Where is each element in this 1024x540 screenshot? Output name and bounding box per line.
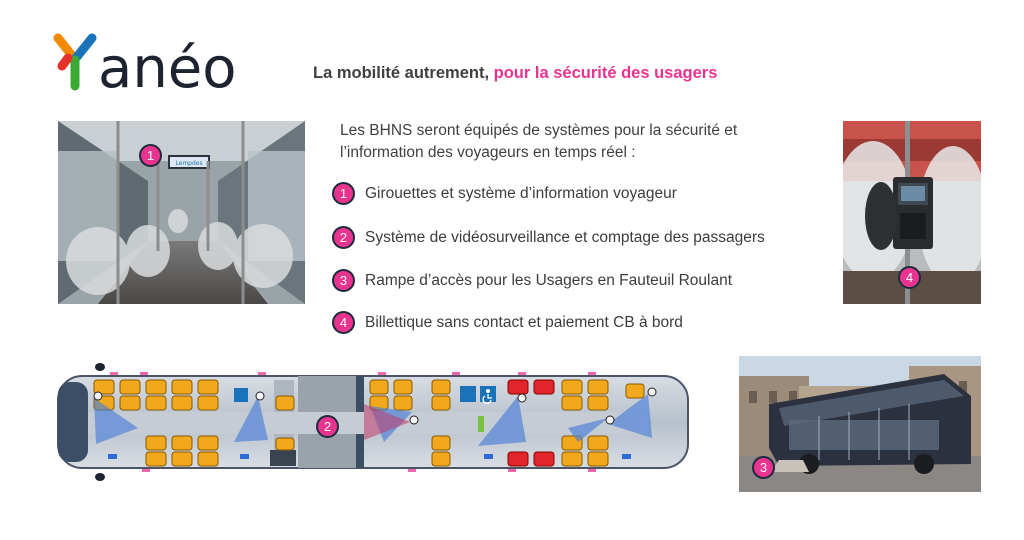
svg-text:anéo: anéo (98, 36, 237, 100)
interior-screen-text: Lempdes (175, 160, 202, 167)
intro-text: Les BHNS seront équipés de systèmes pour… (340, 120, 810, 164)
title-main: La mobilité autrement, (313, 64, 490, 82)
interior-badge: 1 (139, 144, 162, 167)
list-item-text: Girouettes et système d’information voya… (365, 184, 677, 202)
ticketing-badge: 4 (898, 266, 921, 289)
list-item: 1 Girouettes et système d’information vo… (332, 182, 677, 205)
camera-icon (93, 387, 657, 425)
wheelchair-icon (234, 386, 496, 405)
intro-line-1: Les BHNS seront équipés de systèmes pour… (340, 122, 738, 139)
plan-badge: 2 (316, 415, 339, 438)
bus-interior-photo: Lempdes (58, 121, 305, 304)
badge-1: 1 (332, 182, 355, 205)
bus-exterior-photo (739, 356, 981, 492)
badge-3: 3 (332, 269, 355, 292)
list-item: 2 Système de vidéosurveillance et compta… (332, 226, 765, 249)
title-accent: pour la sécurité des usagers (493, 64, 718, 82)
list-item-text: Rampe d’accès pour les Usagers en Fauteu… (365, 271, 733, 289)
intro-line-2: l’information des voyageurs en temps rée… (340, 144, 636, 161)
exterior-badge: 3 (752, 456, 775, 479)
badge-4: 4 (332, 311, 355, 334)
list-item: 4 Billettique sans contact et paiement C… (332, 311, 683, 334)
yaneo-logo: anéo (53, 33, 237, 100)
list-item: 3 Rampe d’accès pour les Usagers en Faut… (332, 269, 732, 292)
badge-2: 2 (332, 226, 355, 249)
list-item-text: Système de vidéosurveillance et comptage… (365, 228, 765, 246)
page-title: La mobilité autrement, pour la sécurité … (313, 64, 717, 83)
list-item-text: Billettique sans contact et paiement CB … (365, 313, 683, 331)
bus-floor-plan (57, 363, 689, 481)
